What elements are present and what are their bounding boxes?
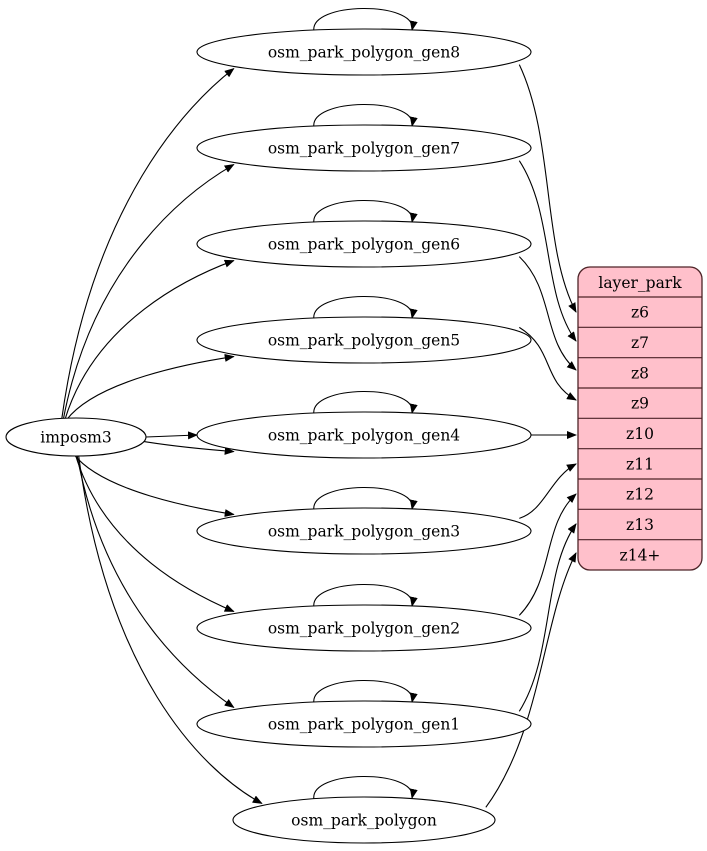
node-gen2[interactable]: osm_park_polygon_gen2: [196, 604, 532, 652]
edge-gen5-to-z9: [519, 326, 577, 401]
node-gen5-shape: [196, 316, 532, 364]
node-gen4[interactable]: osm_park_polygon_gen4: [196, 411, 532, 459]
self-loop-gen1: [313, 679, 418, 705]
node-gen6[interactable]: osm_park_polygon_gen6: [196, 220, 532, 268]
edge-gen6-to-z8: [518, 256, 577, 371]
layer-park-row-z11[interactable]: [578, 448, 702, 479]
layer-park-row-label-z12: z12: [626, 486, 654, 504]
node-gen8-shape: [196, 28, 532, 76]
edge-imposm3-to-gen1: [76, 453, 235, 709]
node-gen8[interactable]: osm_park_polygon_gen8: [196, 28, 532, 76]
self-loop-gen7: [313, 103, 418, 129]
edge-imposm3-to-gen3: [73, 453, 235, 517]
layer-park-row-z13[interactable]: [578, 509, 702, 540]
self-loop-gen8: [313, 7, 418, 33]
node-base-shape: [232, 796, 496, 844]
edge-gen2-to-z12: [518, 493, 577, 616]
node-gen2-label: osm_park_polygon_gen2: [268, 620, 460, 638]
node-gen2-shape: [196, 604, 532, 652]
node-gen5[interactable]: osm_park_polygon_gen5: [196, 316, 532, 364]
edge-imposm3-to-gen2: [74, 453, 235, 612]
node-gen7-label: osm_park_polygon_gen7: [268, 140, 460, 158]
layer-park-row-label-z7: z7: [631, 334, 649, 352]
layer-park-row-label-z10: z10: [626, 425, 654, 443]
ellipse-nodes: osm_park_polygon_gen8 osm_park_polygon_ge…: [196, 28, 532, 844]
layer-park-row-z14+[interactable]: [578, 539, 702, 570]
node-gen6-shape: [196, 220, 532, 268]
edge-gen7-to-z7: [518, 160, 577, 342]
node-gen4-label: osm_park_polygon_gen4: [268, 427, 460, 445]
layer-park-row-label-z11: z11: [626, 455, 654, 473]
edge-imposm3-to-gen5: [65, 353, 235, 421]
self-loop-gen3: [313, 486, 418, 512]
edge-imposm3-to-gen7: [62, 164, 235, 421]
layer-park-row-label-z14+: z14+: [620, 546, 661, 564]
edges-from-source: [61, 67, 263, 804]
edge-gen1-to-z13: [518, 523, 577, 712]
layer-park-row-label-z13: z13: [626, 516, 654, 534]
layer-park-row-z9[interactable]: [578, 388, 702, 419]
node-gen1-shape: [196, 700, 532, 748]
layer-park-row-label-z6: z6: [631, 304, 649, 322]
layer-park-row-z10[interactable]: [578, 418, 702, 449]
edge-gen3-to-z11: [519, 463, 577, 519]
layer-park-row-z8[interactable]: [578, 357, 702, 388]
node-gen3-label: osm_park_polygon_gen3: [268, 523, 460, 541]
layer-park-header-label: layer_park: [598, 274, 682, 292]
self-loop-gen6: [313, 199, 418, 225]
self-loop-gen5: [313, 295, 418, 321]
layer-park-table: layer_park z6 z7 z8 z9 z10 z11 z12 z13 z14+: [577, 266, 703, 571]
node-gen3[interactable]: osm_park_polygon_gen3: [196, 507, 532, 555]
node-gen5-label: osm_park_polygon_gen5: [268, 332, 460, 350]
layer-park-row-label-z8: z8: [631, 364, 649, 382]
node-gen1-label: osm_park_polygon_gen1: [268, 716, 460, 734]
node-gen6-label: osm_park_polygon_gen6: [268, 236, 460, 254]
source-node: imposm3: [5, 417, 147, 457]
edge-gen8-to-z6: [518, 64, 577, 313]
edge-imposm3-to-gen8: [61, 67, 235, 421]
edges-to-table: [485, 64, 577, 808]
edge-base-to-z14+: [485, 552, 577, 808]
layer-park-row-z12[interactable]: [578, 479, 702, 510]
layer-park-row-z6[interactable]: [578, 297, 702, 328]
edge-imposm3-to-gen4-direct: [145, 431, 198, 440]
node-imposm3-shape[interactable]: [5, 417, 147, 457]
node-gen7-shape: [196, 124, 532, 172]
node-gen8-label: osm_park_polygon_gen8: [268, 44, 460, 62]
self-loop-edges: [313, 7, 418, 801]
node-gen4-shape: [196, 411, 532, 459]
node-gen7[interactable]: osm_park_polygon_gen7: [196, 124, 532, 172]
edge-imposm3-to-base: [77, 453, 263, 804]
node-gen1[interactable]: osm_park_polygon_gen1: [196, 700, 532, 748]
layer-park-row-z7[interactable]: [578, 327, 702, 358]
layer-park-row-label-z9: z9: [631, 395, 649, 413]
self-loop-gen4: [313, 390, 418, 416]
node-gen3-shape: [196, 507, 532, 555]
layer-park-header-cell: [578, 267, 702, 297]
self-loop-gen2: [313, 583, 418, 609]
layer-park-outline: [577, 266, 703, 571]
node-base-label: osm_park_polygon: [291, 812, 437, 830]
node-base[interactable]: osm_park_polygon: [232, 796, 496, 844]
edge-imposm3-to-gen6: [64, 259, 235, 421]
node-imposm3-label: imposm3: [40, 429, 111, 447]
self-loop-base: [313, 775, 418, 801]
